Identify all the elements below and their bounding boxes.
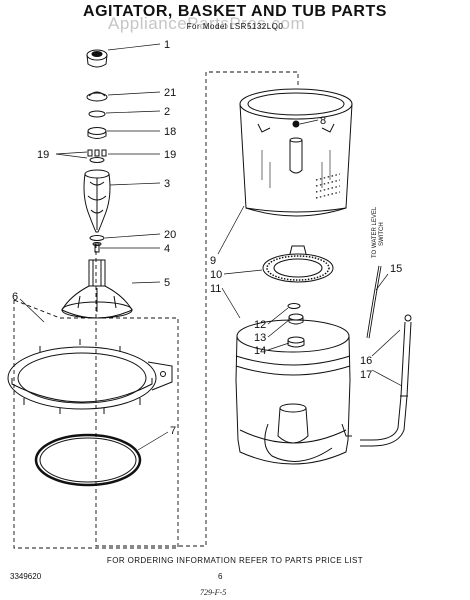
- callout-14: 14: [254, 345, 266, 357]
- document-number: 3349620: [10, 572, 42, 581]
- watermark: AppliancePartsPros.com: [108, 14, 306, 33]
- callout-leaders: [19, 43, 403, 451]
- callout-15: 15: [390, 263, 402, 275]
- part-14-nut: [287, 336, 305, 348]
- callout-10: 10: [210, 269, 222, 281]
- callout-20: 20: [164, 229, 176, 241]
- ordering-info-footer: FOR ORDERING INFORMATION REFER TO PARTS …: [106, 556, 364, 565]
- part-16-17-hose: [360, 314, 412, 447]
- callout-17: 17: [360, 369, 372, 381]
- page-title: AGITATOR, BASKET AND TUB PARTS: [83, 3, 387, 20]
- callout-8: 8: [320, 115, 326, 127]
- part-4-bolt: [92, 242, 102, 253]
- callout-5: 5: [164, 277, 170, 289]
- part-5-agitator-base: [61, 259, 133, 319]
- side-note-water-level: TO WATER LEVEL: [372, 206, 378, 258]
- side-note-switch: SWITCH: [379, 222, 385, 246]
- part-3-auger: [83, 169, 111, 233]
- callout-19-left: 19: [37, 149, 49, 161]
- callout-9: 9: [210, 255, 216, 267]
- callout-4: 4: [164, 243, 170, 255]
- revision-code: 729-F-5: [200, 588, 227, 597]
- callout-3: 3: [164, 178, 170, 190]
- part-10-hub-gasket: [262, 245, 334, 283]
- dashed-guide-lines: [13, 71, 299, 549]
- part-1-agitator-cap: [86, 49, 108, 68]
- callout-18: 18: [164, 126, 176, 138]
- callout-7: 7: [170, 425, 176, 437]
- part-18-cam: [87, 127, 107, 139]
- callout-16: 16: [360, 355, 372, 367]
- callout-21: 21: [164, 87, 176, 99]
- part-13-bearing: [288, 313, 304, 325]
- callout-1: 1: [164, 39, 170, 51]
- model-subtitle: For Model LSR5132LQ0: [186, 22, 284, 31]
- part-6-ring-assembly: [7, 339, 173, 414]
- callout-numbers: 1 21 2 18 19 19 3 20 4 5 6 7 8 9 10 11 1…: [12, 39, 402, 437]
- callout-13: 13: [254, 332, 266, 344]
- part-20-washer: [89, 235, 105, 241]
- part-21-dogs: [86, 91, 108, 102]
- callout-6: 6: [12, 291, 18, 303]
- part-2-ring: [88, 110, 106, 118]
- callout-19-right: 19: [164, 149, 176, 161]
- part-12-seal: [287, 303, 301, 309]
- page-number: 6: [218, 572, 223, 581]
- callout-2: 2: [164, 106, 170, 118]
- callout-12: 12: [254, 319, 266, 331]
- part-7-gasket: [34, 433, 142, 487]
- part-19-small-parts: [87, 149, 107, 163]
- callout-11: 11: [210, 283, 221, 295]
- part-9-basket: [239, 88, 353, 217]
